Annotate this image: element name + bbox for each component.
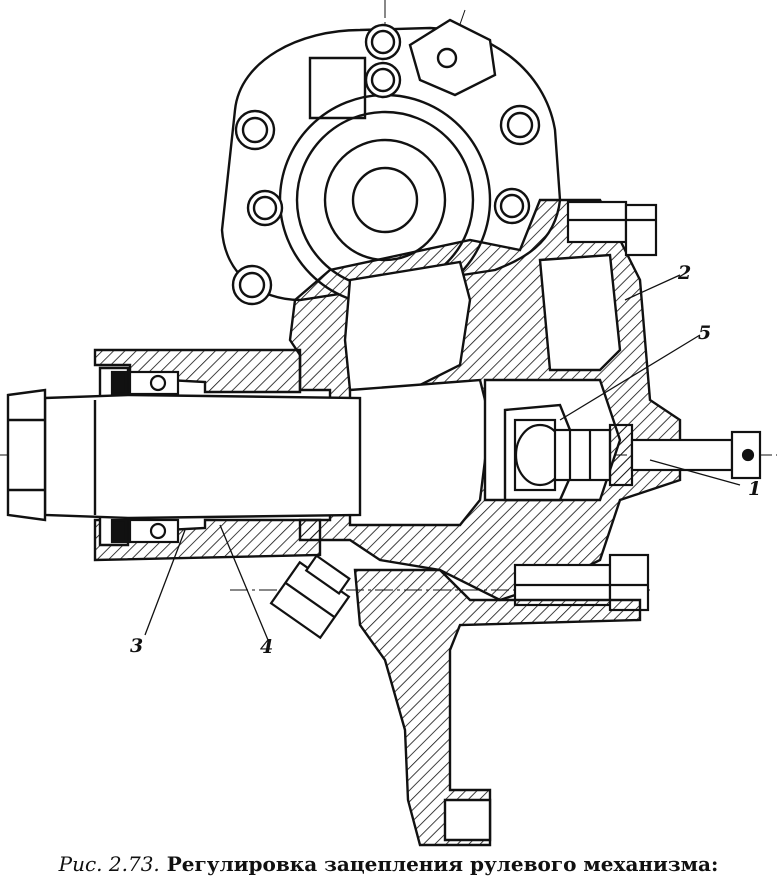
bolt-6: [493, 187, 531, 225]
oil-plug: [269, 554, 351, 640]
bolt-3: [234, 109, 276, 151]
bolt-4: [499, 104, 541, 146]
bolt-7: [231, 264, 273, 306]
callout-label-3: 3: [130, 635, 144, 657]
cover-bolts: [231, 23, 541, 306]
caption-prefix: Рис. 2.73.: [58, 852, 160, 876]
bolt-1: [364, 23, 402, 61]
caption-text: Регулировка зацепления рулевого механизм…: [166, 852, 719, 876]
bolt-8: [436, 47, 458, 69]
mount-bolt-top: [566, 200, 658, 257]
callout-label-1: 1: [748, 478, 762, 500]
steering-shaft: [6, 388, 362, 522]
bolt-2: [364, 61, 402, 99]
callout-label-2: 2: [678, 262, 692, 284]
lower-bracket: [353, 568, 642, 847]
callout-label-5: 5: [698, 322, 712, 344]
gear-housing: [288, 198, 682, 602]
cover-flange: [220, 18, 562, 307]
leader-lines: [144, 274, 741, 641]
adjusting-screw: [513, 418, 762, 492]
figure-caption: Рис. 2.73. Регулировка зацепления рулево…: [0, 852, 777, 876]
steering-gear-drawing: [0, 0, 777, 847]
bolt-5: [246, 189, 284, 227]
callout-label-4: 4: [260, 636, 274, 658]
bearings: [110, 370, 180, 544]
